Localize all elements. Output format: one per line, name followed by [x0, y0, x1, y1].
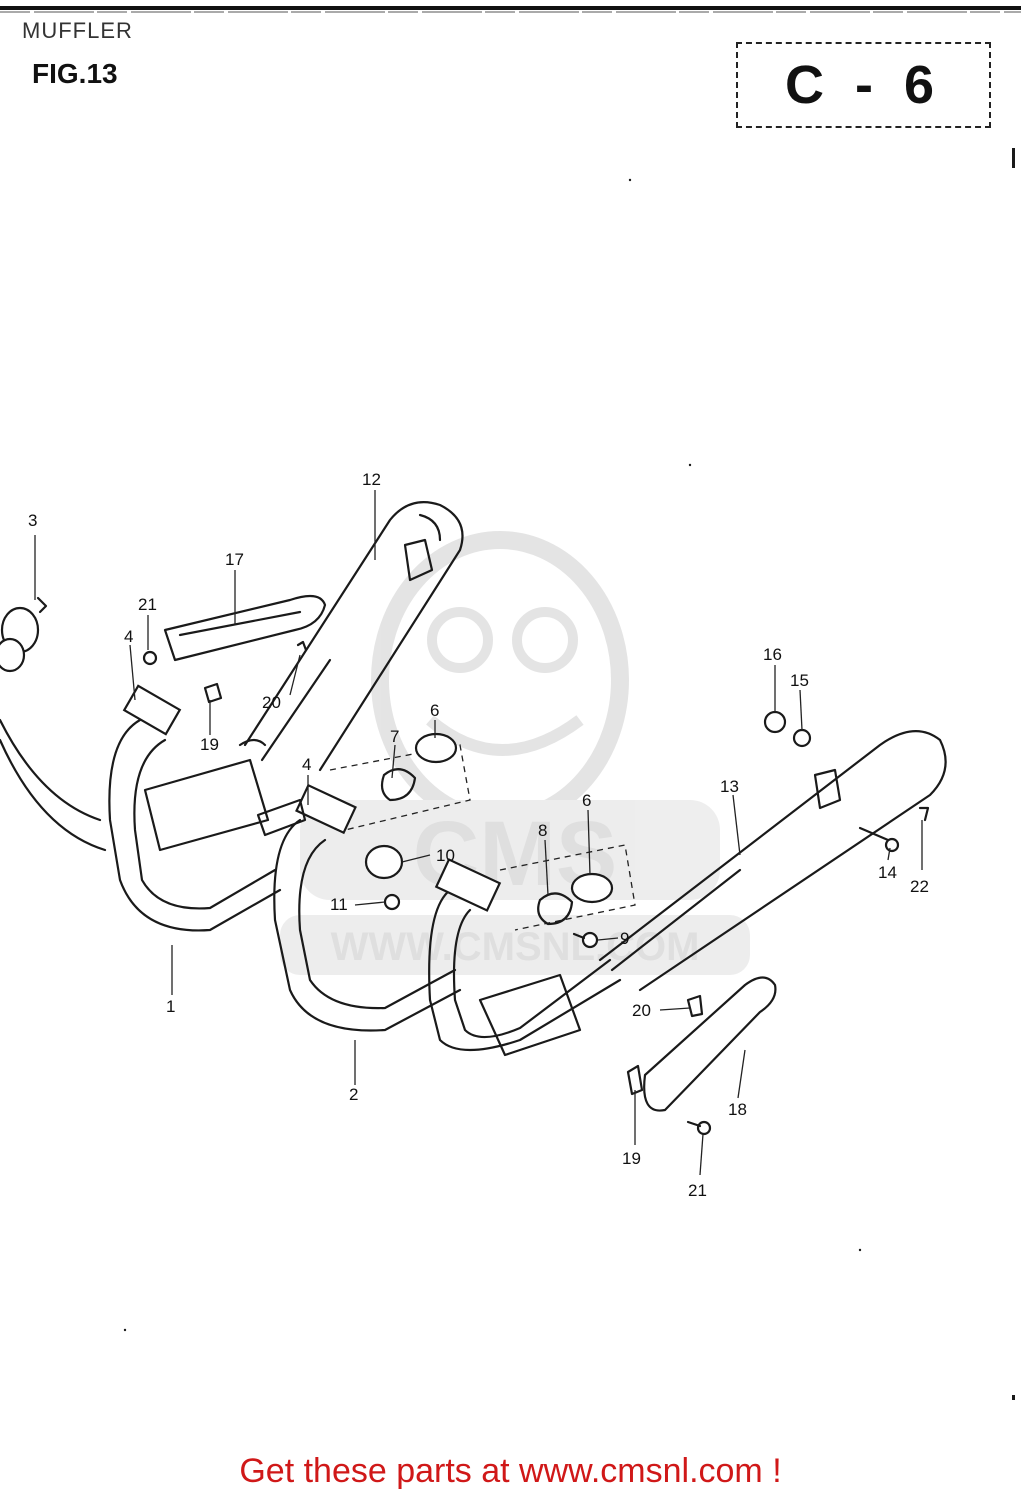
callout-9: 9: [620, 929, 629, 948]
callout-3: 3: [28, 511, 37, 530]
callout-16: 16: [763, 645, 782, 664]
callout-4-center: 4: [302, 755, 311, 774]
figure-label: FIG.13: [32, 58, 118, 89]
exhaust-exploded-view: CMS WWW.CMSNL.COM: [0, 148, 1015, 1400]
section-code: C - 6: [784, 55, 943, 115]
callout-15: 15: [790, 671, 809, 690]
muffler-12: [243, 501, 464, 772]
callout-4-left: 4: [124, 627, 133, 646]
callout-6-upper: 6: [430, 701, 439, 720]
heat-shield-18: [626, 976, 777, 1136]
callout-7: 7: [390, 727, 399, 746]
hardware-15-16: [763, 710, 812, 748]
footer-link[interactable]: Get these parts at www.cmsnl.com !: [239, 1452, 782, 1490]
callout-12: 12: [362, 470, 381, 489]
callout-19-upper: 19: [200, 735, 219, 754]
section-code-box: C - 6: [736, 42, 991, 128]
callout-21-lower: 21: [688, 1181, 707, 1200]
exhaust-pipe-1: [108, 684, 282, 932]
watermark-url: WWW.CMSNL.COM: [331, 925, 700, 969]
callout-6-lower: 6: [582, 791, 591, 810]
callout-19-lower: 19: [622, 1149, 641, 1168]
clamp-set-lower: [499, 844, 636, 949]
scan-specks: [123, 148, 1015, 1400]
callout-20-upper: 20: [262, 693, 281, 712]
heat-shield-17: [142, 594, 327, 704]
left-exhaust-partial: [0, 596, 107, 852]
muffler-13: [428, 730, 947, 1057]
clamp-set-upper: [329, 732, 471, 911]
callout-22: 22: [910, 877, 929, 896]
callout-2: 2: [349, 1085, 358, 1104]
callout-18: 18: [728, 1100, 747, 1119]
callout-14: 14: [878, 863, 897, 882]
leader-lines: [34, 490, 923, 1176]
top-border: [0, 6, 1021, 13]
exhaust-pipe-2: [256, 783, 462, 1032]
callout-8: 8: [538, 821, 547, 840]
callout-10: 10: [436, 846, 455, 865]
callout-numbers: 3 12 17 21 4 20 19 4 7 6 10 11 1 2 8 6 9…: [28, 470, 929, 1200]
callout-20-lower: 20: [632, 1001, 651, 1020]
watermark: CMS WWW.CMSNL.COM: [280, 531, 750, 975]
callout-1: 1: [166, 997, 175, 1016]
page-title: MUFFLER: [22, 18, 133, 43]
callout-13: 13: [720, 777, 739, 796]
callout-21-upper: 21: [138, 595, 157, 614]
callout-11: 11: [330, 895, 348, 914]
callout-17: 17: [225, 550, 244, 569]
